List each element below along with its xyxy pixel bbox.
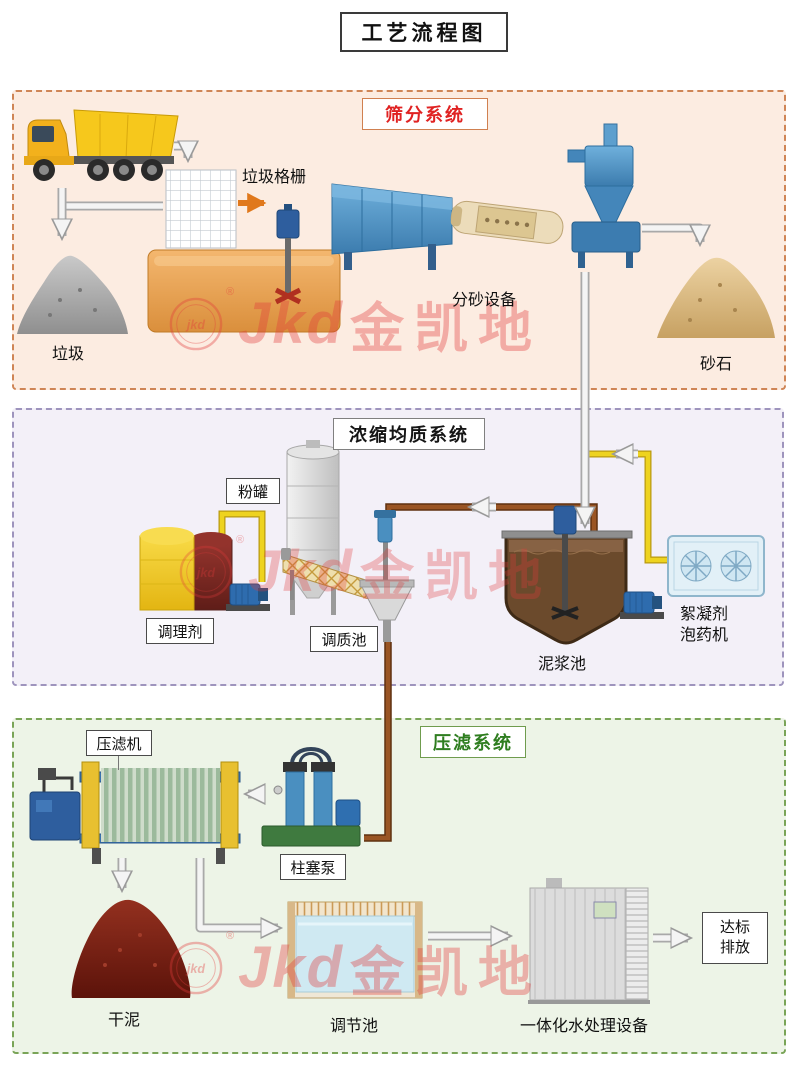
flocculant-label-line1: 絮凝剂	[680, 606, 729, 623]
water-treatment-label: 一体化水处理设备	[520, 1018, 649, 1035]
filter-press-label: 压滤机	[86, 730, 152, 756]
sand-label: 砂石	[700, 356, 733, 373]
discharge-label-line2: 排放	[719, 939, 750, 956]
flocculant-label-line2: 泡药机	[680, 627, 729, 644]
powder-tank-label: 粉罐	[226, 478, 280, 504]
section-screening	[12, 90, 786, 390]
garbage-label: 垃圾	[52, 346, 85, 363]
slurry-pool-label: 泥浆池	[538, 656, 587, 673]
section-label-pressing: 压滤系统	[420, 726, 526, 758]
section-label-thickening: 浓缩均质系统	[333, 418, 485, 450]
page-title: 工艺流程图	[340, 12, 508, 52]
flocculant-doser-label: 絮凝剂 泡药机	[680, 604, 728, 646]
section-pressing	[12, 718, 786, 1054]
conditioning-pool-label: 调质池	[310, 626, 378, 652]
discharge-label: 达标 排放	[702, 912, 768, 964]
grille-label: 垃圾格栅	[242, 169, 307, 186]
conditioner-label: 调理剂	[146, 618, 214, 644]
section-label-screening: 筛分系统	[362, 98, 488, 130]
filter-press-leader-line	[118, 756, 119, 770]
discharge-label-line1: 达标	[719, 919, 750, 936]
dry-mud-label: 干泥	[108, 1012, 141, 1029]
plunger-pump-label: 柱塞泵	[280, 854, 346, 880]
sand-separator-label: 分砂设备	[452, 292, 517, 309]
regulating-pool-label: 调节池	[330, 1018, 379, 1035]
